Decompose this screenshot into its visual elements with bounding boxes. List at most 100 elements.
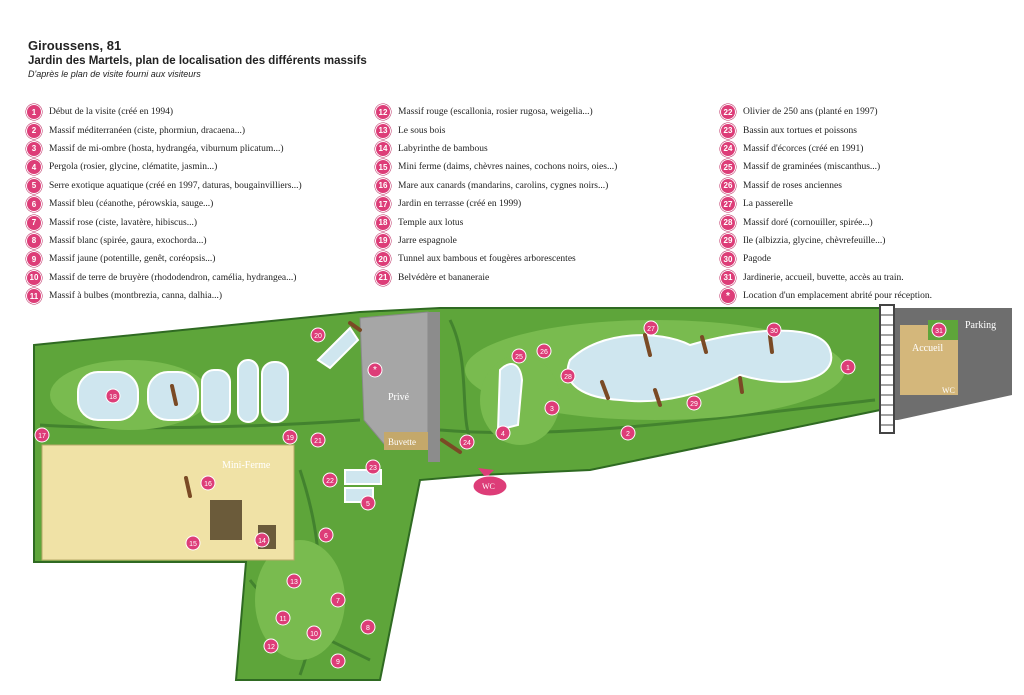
footbridges <box>170 321 774 498</box>
legend-number-badge: 18 <box>375 214 391 231</box>
marker-dot <box>360 619 376 635</box>
legend-number-badge: 3 <box>26 140 42 157</box>
source-note: D'après le plan de visite fourni aux vis… <box>28 69 201 79</box>
map-marker-31: 31 <box>931 322 947 338</box>
legend-text: Tunnel aux bambous et fougères arboresce… <box>398 254 576 265</box>
map-marker-29: 29 <box>686 395 702 411</box>
map-marker-14: 14 <box>254 532 270 548</box>
legend-number-badge: 20 <box>375 251 391 268</box>
legend-number-badge: 10 <box>26 269 42 286</box>
map-marker-17: 17 <box>34 427 50 443</box>
marker-number: 19 <box>286 435 294 442</box>
legend-number-badge: 2 <box>26 122 42 139</box>
marker-dot <box>318 527 334 543</box>
legend-number-badge: 5 <box>26 177 42 194</box>
wc-label: WC <box>482 482 495 491</box>
railway-bridge <box>879 304 895 434</box>
marker-number: 31 <box>935 328 943 335</box>
parking-label: Parking <box>965 320 996 331</box>
legend-text: Jarre espagnole <box>398 235 457 246</box>
marker-number: 4 <box>501 431 505 438</box>
buvette-building <box>384 432 428 450</box>
legend-text: Début de la visite (créé en 1994) <box>49 107 173 118</box>
marker-number: 12 <box>267 644 275 651</box>
legend-text: Le sous bois <box>398 125 446 136</box>
marker-dot <box>365 459 381 475</box>
marker-dot <box>686 395 702 411</box>
buvette-label: Buvette <box>388 437 416 447</box>
marker-number: 8 <box>366 625 370 632</box>
marker-layer: 1234567891011121314151617181920212223242… <box>34 320 947 669</box>
private-area <box>359 311 429 445</box>
legend-number-badge: 4 <box>26 159 42 176</box>
legend-number-badge: 24 <box>720 140 736 157</box>
map-marker-22: 22 <box>322 472 338 488</box>
legend-number-badge: 14 <box>375 140 391 157</box>
legend-number-badge: 13 <box>375 122 391 139</box>
marker-dot <box>310 432 326 448</box>
marker-dot <box>643 320 659 336</box>
marker-dot <box>322 472 338 488</box>
accueil-label: Accueil <box>912 343 943 354</box>
marker-number: 23 <box>369 465 377 472</box>
map-marker-15: 15 <box>185 535 201 551</box>
legend-number-badge: 11 <box>26 288 42 305</box>
marker-number: 1 <box>846 365 850 372</box>
map-marker-30: 30 <box>766 322 782 338</box>
legend-text: Temple aux lotus <box>398 217 464 228</box>
marker-dot <box>840 359 856 375</box>
legend-number-badge: * <box>720 288 736 305</box>
legend-text: Belvédère et bananeraie <box>398 272 490 283</box>
marker-dot <box>254 532 270 548</box>
legend-text: Serre exotique aquatique (créé en 1997, … <box>49 180 302 191</box>
legend-number-badge: 6 <box>26 196 42 213</box>
legend-text: Massif de terre de bruyère (rhododendron… <box>49 272 297 283</box>
map-marker-24: 24 <box>459 434 475 450</box>
map-marker-26: 26 <box>536 343 552 359</box>
marker-dot <box>511 348 527 364</box>
legend-text: Massif méditerranéen (ciste, phormiun, d… <box>49 125 245 136</box>
marker-number: 15 <box>189 541 197 548</box>
marker-dot <box>931 322 947 338</box>
legend-text: Ile (albizzia, glycine, chèvrefeuille...… <box>743 235 886 246</box>
map-marker-9: 9 <box>330 653 346 669</box>
marker-number: 25 <box>515 354 523 361</box>
marker-number: 28 <box>564 374 572 381</box>
legend-item: 20 Tunnel aux bambous et fougères arbores… <box>375 250 617 268</box>
legend-number-badge: 22 <box>720 104 736 121</box>
legend-text: La passerelle <box>743 199 793 210</box>
map-marker-4: 4 <box>495 425 511 441</box>
rail-sleepers <box>880 314 894 426</box>
marker-dot <box>275 610 291 626</box>
legend-number-badge: 23 <box>720 122 736 139</box>
legend-text: Pagode <box>743 254 771 265</box>
legend-text: Massif de graminées (miscanthus...) <box>743 162 881 173</box>
marker-dot <box>620 425 636 441</box>
marker-number: 10 <box>310 631 318 638</box>
legend-item: 18 Temple aux lotus <box>375 213 617 231</box>
marker-number: 5 <box>366 501 370 508</box>
marker-dot <box>34 427 50 443</box>
marker-dot <box>200 475 216 491</box>
legend-number-badge: 26 <box>720 177 736 194</box>
legend-number-badge: 30 <box>720 251 736 268</box>
marker-dot <box>766 322 782 338</box>
legend-text: Labyrinthe de bambous <box>398 143 488 154</box>
map-marker-25: 25 <box>511 348 527 364</box>
marker-number: 13 <box>290 579 298 586</box>
legend-text: Massif jaune (potentille, genêt, coréops… <box>49 254 216 265</box>
